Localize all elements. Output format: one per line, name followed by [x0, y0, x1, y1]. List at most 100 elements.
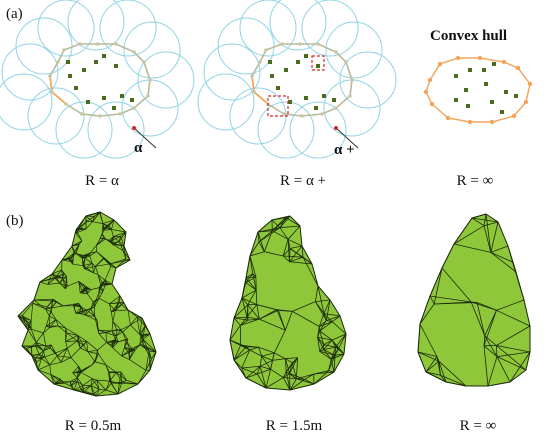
- boundary-point: [118, 112, 122, 116]
- mesh-edge: [50, 374, 62, 383]
- mesh-edge: [245, 255, 251, 279]
- mesh-edge: [417, 351, 440, 362]
- mesh-edge: [104, 227, 112, 230]
- mesh-edge: [35, 342, 44, 352]
- mesh-edge: [55, 269, 62, 278]
- mesh-edge: [241, 367, 258, 375]
- mesh-edge: [82, 310, 87, 316]
- mesh-edge: [330, 346, 336, 360]
- mesh-edge: [103, 237, 111, 242]
- mesh-edge: [241, 277, 247, 299]
- mesh-edge: [77, 371, 82, 378]
- mesh-edge: [67, 340, 78, 349]
- mesh-edge: [112, 310, 116, 322]
- mesh-edge: [43, 345, 47, 351]
- interior-point: [484, 82, 488, 86]
- mesh-edge: [331, 339, 339, 350]
- mesh-edge: [106, 342, 113, 348]
- mesh-edge: [50, 300, 53, 313]
- mesh-edge: [87, 293, 94, 303]
- mesh-edge: [84, 252, 91, 259]
- mesh-edge: [259, 318, 286, 331]
- mesh-edge: [417, 323, 421, 353]
- mesh-edge: [282, 377, 291, 391]
- mesh-edge: [233, 349, 251, 361]
- mesh-edge: [124, 339, 129, 348]
- mesh-edge: [109, 295, 121, 305]
- mesh-edge: [289, 357, 298, 374]
- mesh-edge: [77, 340, 84, 346]
- mesh-edge: [111, 229, 114, 237]
- mesh-edge: [484, 335, 498, 357]
- mesh-edge: [471, 217, 485, 227]
- mesh-edge: [77, 381, 84, 386]
- mesh-edge: [331, 315, 341, 323]
- mesh-edge: [317, 285, 325, 314]
- mesh-edge: [65, 327, 78, 336]
- mesh-edge: [98, 297, 110, 305]
- interior-point: [322, 94, 326, 98]
- mesh-edge: [73, 385, 83, 391]
- mesh-edge: [33, 299, 46, 310]
- mesh-edge: [144, 325, 151, 335]
- mesh-edge: [261, 355, 273, 361]
- mesh-edge: [45, 344, 52, 347]
- interior-point: [66, 60, 70, 64]
- mesh-edge: [110, 311, 114, 322]
- mesh-edge: [118, 241, 125, 247]
- mesh-edge: [51, 273, 63, 279]
- mesh-edge: [43, 350, 46, 358]
- mesh-edge: [115, 329, 118, 337]
- mesh-edge: [35, 353, 40, 359]
- mesh-edge: [83, 385, 92, 393]
- mesh-edge: [333, 355, 336, 373]
- mesh-edge: [323, 346, 336, 350]
- mesh-edge: [95, 238, 106, 246]
- mesh-edge: [96, 379, 107, 391]
- mesh-edge: [92, 389, 100, 395]
- mesh-edge: [247, 304, 260, 320]
- mesh-edge: [82, 252, 91, 256]
- crown-mesh-fine: [17, 211, 157, 397]
- mesh-edge: [259, 356, 263, 367]
- mesh-edge: [21, 345, 33, 357]
- mesh-edge: [102, 219, 115, 224]
- mesh-edge: [141, 317, 146, 327]
- mesh-edge: [334, 348, 339, 356]
- mesh-edge: [284, 311, 293, 331]
- mesh-edge: [110, 258, 126, 265]
- mesh-edge: [38, 350, 44, 355]
- mesh-edge: [289, 248, 304, 258]
- mesh-edge: [65, 340, 78, 342]
- mesh-edge: [33, 298, 54, 301]
- mesh-edge: [319, 349, 324, 352]
- interior-point: [314, 106, 318, 110]
- mesh-edge: [315, 285, 319, 302]
- rolling-circle: [197, 73, 255, 131]
- boundary-point: [334, 106, 338, 110]
- mesh-edge: [81, 258, 84, 266]
- mesh-edge: [112, 244, 124, 251]
- mesh-edge: [121, 347, 125, 357]
- boundary-point: [142, 60, 146, 64]
- boundary-point: [146, 94, 150, 98]
- mesh-edge: [241, 349, 251, 369]
- mesh-edge: [105, 364, 110, 373]
- mesh-edge: [287, 225, 301, 240]
- hull-point: [527, 81, 533, 87]
- mesh-edge: [292, 311, 320, 327]
- interior-point: [86, 100, 90, 104]
- mesh-edge: [111, 302, 120, 313]
- mesh-edge: [67, 252, 75, 259]
- mesh-edge: [63, 303, 74, 307]
- mesh-edge: [84, 257, 93, 264]
- circle-center-point: [334, 126, 338, 130]
- mesh-edge: [483, 335, 486, 346]
- mesh-edge: [313, 371, 335, 375]
- mesh-edge: [113, 231, 127, 237]
- rolling-circle: [87, 101, 145, 159]
- mesh-edge: [249, 349, 262, 357]
- mesh-edge: [233, 297, 243, 319]
- mesh-edge: [80, 309, 87, 315]
- mesh-edge: [317, 330, 321, 338]
